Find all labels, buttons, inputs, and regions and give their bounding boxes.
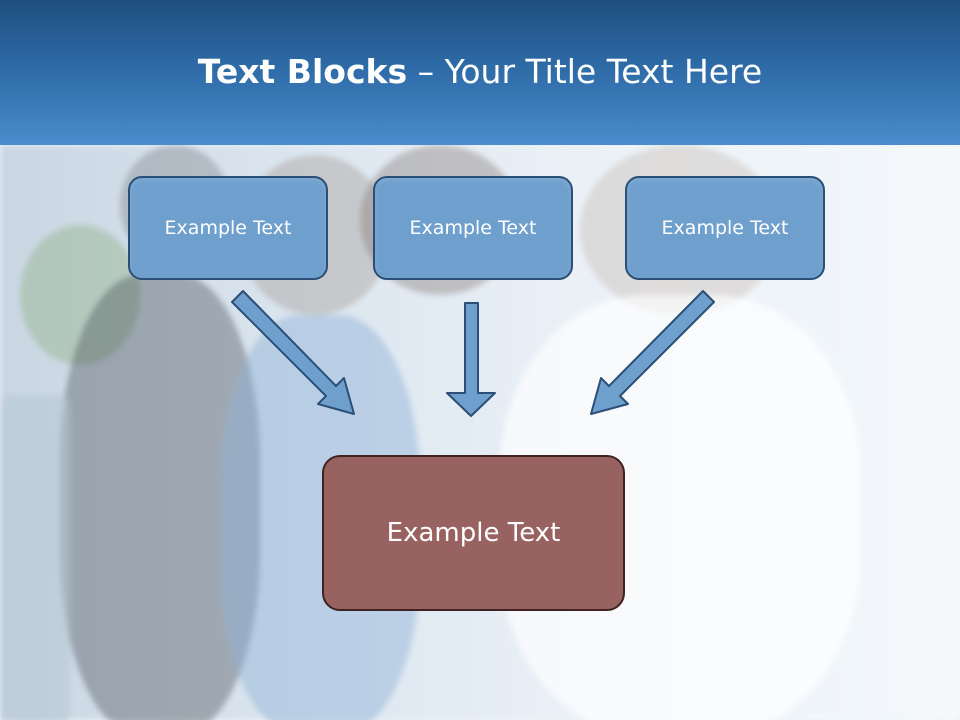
text-block-bottom-label: Example Text (386, 518, 561, 548)
text-block-left-label: Example Text (164, 217, 292, 239)
arrow-down-icon (446, 302, 496, 417)
arrow-down-right-icon (231, 290, 355, 415)
text-block-right[interactable]: Example Text (625, 176, 825, 280)
arrow-down-left-icon (590, 290, 715, 415)
title-bold: Text Blocks (197, 52, 408, 91)
text-block-right-label: Example Text (661, 217, 789, 239)
title-rest: Your Title Text Here (444, 52, 763, 91)
text-block-middle-label: Example Text (409, 217, 537, 239)
slide-title: Text Blocks – Your Title Text Here (0, 52, 960, 91)
header-band (0, 0, 960, 145)
text-block-middle[interactable]: Example Text (373, 176, 573, 280)
text-block-bottom[interactable]: Example Text (322, 455, 625, 611)
title-dash: – (407, 52, 445, 91)
text-block-left[interactable]: Example Text (128, 176, 328, 280)
